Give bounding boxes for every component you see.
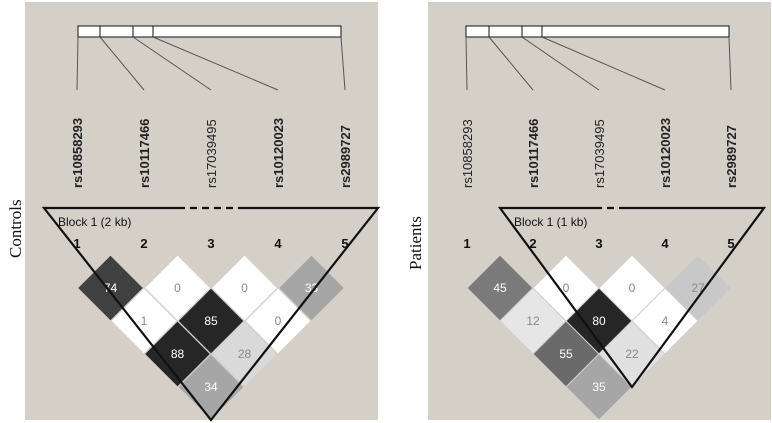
snp-connector-line — [541, 36, 666, 91]
block-title: Block 1 (2 kb) — [58, 215, 131, 229]
ld-cell-value: 1 — [141, 314, 148, 328]
snp-connector-line — [99, 36, 145, 91]
snp-name: rs10858293 — [460, 119, 475, 188]
snp-index-label: 4 — [274, 236, 282, 251]
snp-connector-line — [152, 36, 279, 91]
snp-name: rs2989727 — [724, 125, 739, 188]
ld-panel-patients: rs10858293 rs10117466 rs17039495 rs10120023… — [428, 2, 771, 421]
ld-cell-value: 34 — [204, 380, 218, 394]
snp-index-label: 2 — [140, 236, 147, 251]
snp-index-label: 5 — [727, 236, 734, 251]
ld-cell-value: 0 — [241, 281, 248, 295]
snp-name: rs10858293 — [70, 118, 85, 188]
ld-cell-value: 74 — [104, 281, 118, 295]
snp-connector-line — [728, 36, 732, 91]
ld-cell-value: 88 — [171, 347, 185, 361]
ld-panel-controls: rs10858293 rs10117466 rs17039495 rs10120023… — [25, 2, 381, 422]
ld-block-outline — [41, 206, 381, 422]
snp-index-label: 5 — [341, 236, 348, 251]
snp-connector-line — [132, 36, 212, 91]
genome-position-bar — [465, 25, 730, 38]
snp-index-label: 1 — [73, 236, 80, 251]
snp-index-label: 3 — [207, 236, 214, 251]
ld-cell-value: 55 — [559, 347, 573, 361]
ld-cell-value: 0 — [629, 281, 636, 295]
snp-name: rs17039495 — [204, 119, 219, 188]
snp-connector-line — [340, 36, 346, 91]
snp-connector-line — [76, 36, 79, 91]
snp-name: rs10117466 — [526, 119, 541, 188]
ld-cell-value: 33 — [305, 281, 319, 295]
snp-connector-line — [488, 36, 534, 91]
ld-cell-value: 0 — [563, 281, 570, 295]
block-title: Block 1 (1 kb) — [514, 215, 587, 229]
snp-name: rs10117466 — [137, 119, 152, 188]
snp-name: rs17039495 — [592, 119, 607, 188]
ld-cell-value: 27 — [691, 281, 705, 295]
snp-index-label: 1 — [463, 236, 470, 251]
ld-cell-value: 80 — [592, 314, 606, 328]
snp-index-label: 4 — [661, 236, 669, 251]
snp-name: rs10120023 — [658, 118, 673, 188]
ld-cell-value: 22 — [625, 347, 639, 361]
ld-cell-value: 45 — [493, 281, 507, 295]
snp-name: rs2989727 — [338, 125, 353, 188]
snp-index-label: 2 — [529, 236, 536, 251]
ld-block-outline — [497, 206, 767, 389]
ld-cell-value: 28 — [238, 347, 252, 361]
ld-cell-value: 0 — [174, 281, 181, 295]
ld-cell-value: 12 — [526, 314, 540, 328]
genome-position-bar — [77, 25, 342, 38]
ld-cell-value: 0 — [275, 314, 282, 328]
ld-cell-value: 85 — [204, 314, 218, 328]
snp-connector-line — [465, 36, 468, 91]
snp-name: rs10120023 — [271, 118, 286, 188]
snp-index-label: 3 — [595, 236, 602, 251]
ld-cell-value: 4 — [662, 314, 669, 328]
snp-connector-line — [521, 36, 600, 91]
ld-cell — [565, 353, 633, 421]
ld-cell-value: 35 — [592, 380, 606, 394]
